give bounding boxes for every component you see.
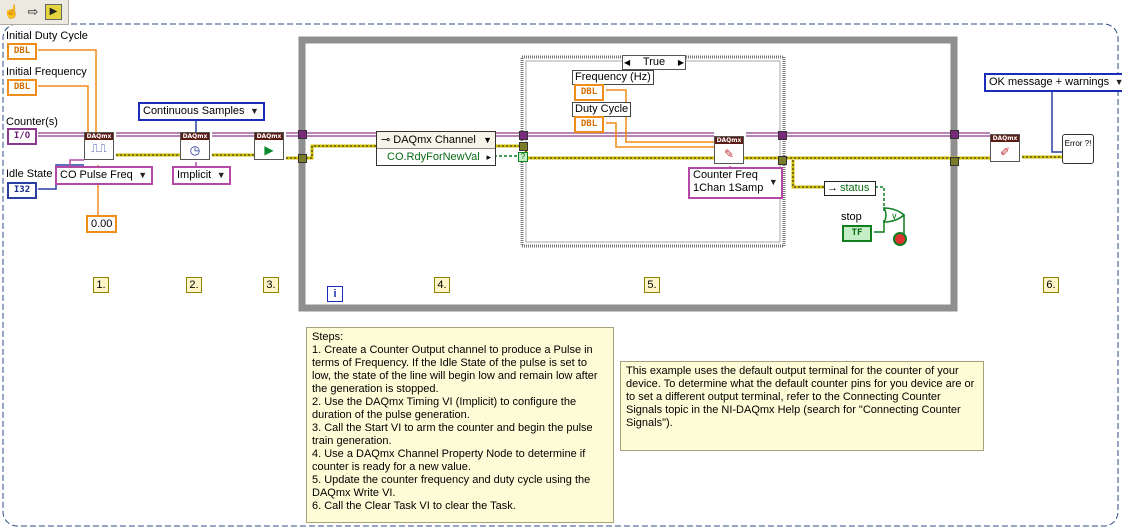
loop-iteration-terminal: i [327, 286, 343, 302]
stop-terminal[interactable]: TF [842, 225, 872, 242]
counters-terminal[interactable]: I/O [7, 128, 37, 145]
hand-icon[interactable]: ☝ [3, 4, 21, 19]
daqmx-create-channel-vi[interactable]: DAQmx ⎍⎍ [84, 132, 114, 160]
daqmx-label: DAQmx [181, 133, 209, 140]
case-selector-value: True [642, 56, 666, 68]
daqmx-label: DAQmx [715, 137, 743, 144]
arrow-right-icon: → [827, 182, 838, 194]
ok-message-selector[interactable]: OK message + warnings ▼ [984, 73, 1122, 92]
error-tunnel-in [298, 154, 307, 163]
daqmx-label: DAQmx [255, 133, 283, 140]
run-arrow-icon[interactable]: ⇨ [27, 4, 39, 19]
zero-value-constant[interactable]: 0.00 [86, 215, 118, 233]
dropdown-arrow-icon: ▼ [250, 106, 259, 116]
status-label: status [840, 182, 870, 194]
svg-text:∨: ∨ [891, 211, 898, 221]
implicit-text: Implicit [177, 169, 212, 181]
steps-note-line: Steps: [312, 331, 344, 343]
co-pulse-freq-selector[interactable]: CO Pulse Freq ▼ [55, 166, 153, 185]
error-tunnel-out [950, 157, 959, 166]
steps-note-line: 5. Update the counter frequency and duty… [312, 474, 591, 499]
steps-note-line: 2. Use the DAQmx Timing VI (Implicit) to… [312, 396, 577, 421]
counters-label: Counter(s) [6, 116, 58, 128]
or-gate [882, 207, 906, 223]
initial-frequency-label: Initial Frequency [6, 66, 87, 78]
step-label-5: 5. [644, 277, 660, 293]
case-error-tunnel-in [519, 142, 528, 151]
initial-frequency-terminal[interactable]: DBL [7, 79, 37, 96]
ok-message-text: OK message + warnings [989, 76, 1110, 88]
step-label-2: 2. [186, 277, 202, 293]
highlight-icon[interactable]: ▶ [45, 4, 62, 20]
daqmx-write-vi[interactable]: DAQmx ✎ [714, 136, 744, 164]
stop-label: stop [841, 211, 862, 223]
steps-note-line: 1. Create a Counter Output channel to pr… [312, 344, 598, 395]
play-icon: ▶ [264, 142, 274, 157]
idle-state-label: Idle State [6, 168, 53, 180]
steps-note-line: 3. Call the Start VI to arm the counter … [312, 422, 593, 447]
daqmx-start-task-vi[interactable]: DAQmx ▶ [254, 132, 284, 160]
dropdown-arrow-icon: ▼ [138, 170, 148, 180]
frequency-hz-terminal[interactable]: DBL [574, 84, 604, 101]
task-tunnel-in [298, 130, 307, 139]
error-handler-text: Error ?! [1064, 139, 1092, 148]
status-unbundle[interactable]: →status [824, 181, 876, 196]
daqmx-label: DAQmx [85, 133, 113, 140]
dropdown-arrow-icon: ▼ [1114, 77, 1122, 87]
counter-freq-selector[interactable]: Counter Freq 1Chan 1Samp ▼ [688, 167, 784, 199]
co-pulse-freq-text: CO Pulse Freq [60, 169, 133, 181]
frequency-hz-label: Frequency (Hz) [572, 70, 654, 85]
case-selector[interactable]: ◀ True ▶ [622, 55, 686, 70]
duty-cycle-terminal[interactable]: DBL [574, 116, 604, 133]
example-note: This example uses the default output ter… [620, 361, 984, 451]
dropdown-arrow-icon: ▼ [768, 177, 778, 187]
simple-error-handler-vi[interactable]: Error ?! [1062, 134, 1094, 164]
step-label-3: 3. [263, 277, 279, 293]
steps-note-line: 4. Use a DAQmx Channel Property Node to … [312, 448, 586, 473]
case-task-tunnel-out [778, 131, 787, 140]
duty-cycle-label: Duty Cycle [572, 102, 632, 117]
chevron-down-icon: ▼ [483, 135, 492, 145]
counter-freq-line1: Counter Freq [693, 169, 758, 181]
steps-note: Steps: 1. Create a Counter Output channe… [306, 327, 614, 523]
task-tunnel-out [950, 130, 959, 139]
initial-duty-cycle-label: Initial Duty Cycle [6, 30, 88, 42]
chevron-right-icon: ▸ [486, 152, 491, 162]
counter-freq-line2: 1Chan 1Samp [693, 182, 764, 194]
step-label-1: 1. [93, 277, 109, 293]
implicit-selector[interactable]: Implicit ▼ [172, 166, 232, 185]
pulse-icon: ⎍⎍ [91, 143, 107, 155]
case-structure-border [520, 55, 786, 248]
daqmx-clear-task-vi[interactable]: DAQmx ✐ [990, 134, 1020, 162]
toolbar: ☝ ⇨ ▶ [0, 0, 69, 25]
case-task-tunnel-in [519, 131, 528, 140]
steps-note-line: 6. Call the Clear Task VI to clear the T… [312, 500, 516, 512]
idle-state-terminal[interactable]: I32 [7, 182, 37, 199]
daqmx-channel-property-node[interactable]: ⊸ DAQmx Channel ▼ CO.RdyForNewVal ▸ [376, 131, 496, 166]
increment-arrow-icon[interactable]: ▶ [677, 58, 684, 67]
dropdown-arrow-icon: ▼ [216, 170, 226, 180]
daqmx-label: DAQmx [991, 135, 1019, 142]
initial-duty-cycle-terminal[interactable]: DBL [7, 43, 37, 60]
daqmx-timing-vi[interactable]: DAQmx ◷ [180, 132, 210, 160]
continuous-samples-selector[interactable]: Continuous Samples ▼ [138, 102, 265, 121]
case-error-tunnel-out [778, 156, 787, 165]
property-name: CO.RdyForNewVal [387, 151, 480, 163]
pencil-icon: ✎ [723, 146, 735, 161]
decrement-arrow-icon[interactable]: ◀ [624, 58, 631, 67]
step-label-4: 4. [434, 277, 450, 293]
key-icon: ⊸ [381, 134, 391, 146]
property-node-title: DAQmx Channel [393, 134, 476, 146]
eraser-icon: ✐ [999, 144, 1011, 159]
step-label-6: 6. [1043, 277, 1059, 293]
clock-icon: ◷ [189, 142, 201, 157]
loop-stop-terminal [893, 232, 907, 246]
case-selector-terminal: ? [518, 152, 528, 162]
continuous-samples-text: Continuous Samples [143, 105, 245, 117]
